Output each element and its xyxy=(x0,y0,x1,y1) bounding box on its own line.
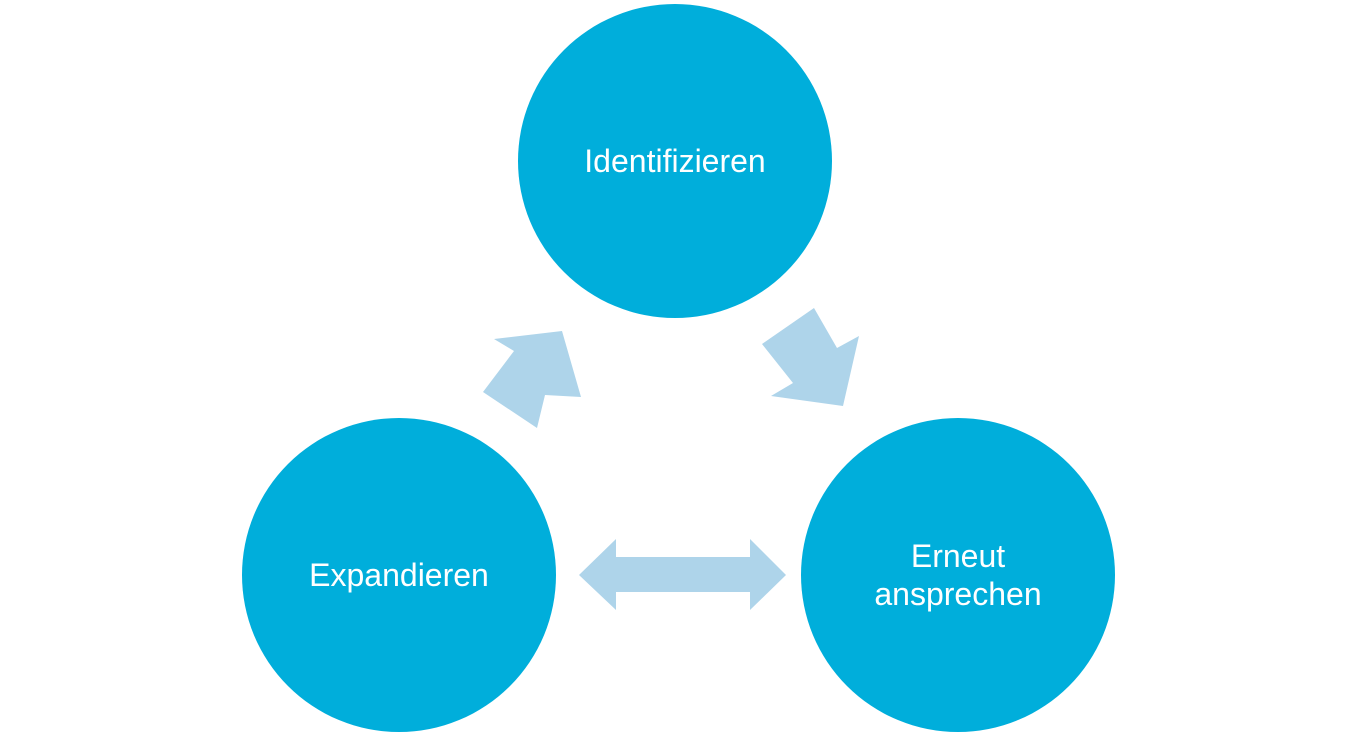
node-identify: Identifizieren xyxy=(518,4,832,318)
node-readdress-label: Erneut ansprechen xyxy=(874,537,1042,612)
node-expand-label: Expandieren xyxy=(309,556,489,593)
node-identify-label: Identifizieren xyxy=(584,142,766,179)
arrow-expand-readdress-bidirectional xyxy=(579,539,786,610)
arrow-identify-to-readdress xyxy=(762,308,859,406)
node-expand: Expandieren xyxy=(242,418,556,732)
arrow-expand-to-identify xyxy=(483,331,581,428)
node-readdress: Erneut ansprechen xyxy=(801,418,1115,732)
